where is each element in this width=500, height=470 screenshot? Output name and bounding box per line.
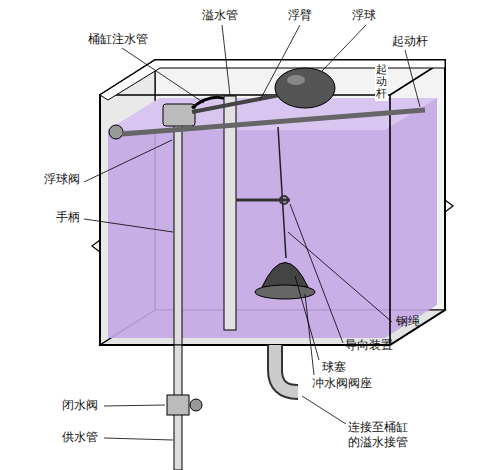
part-label: 浮球阀 bbox=[44, 172, 80, 187]
overflow-tube bbox=[224, 96, 236, 330]
lid-notches bbox=[92, 200, 453, 252]
part-label: 钢绳 bbox=[396, 314, 420, 329]
part-label: 闭水阀 bbox=[62, 398, 98, 413]
part-label: 浮臂 bbox=[288, 8, 312, 23]
guide-ring bbox=[280, 196, 288, 204]
leader-lines bbox=[84, 25, 420, 440]
part-label: 起动杆 bbox=[392, 34, 428, 49]
leader-line bbox=[302, 396, 346, 424]
part-label: 浮球 bbox=[352, 8, 376, 23]
part-label: 冲水阀阀座 bbox=[312, 376, 372, 391]
part-label: 供水管 bbox=[62, 430, 98, 445]
leader-line bbox=[222, 25, 230, 95]
leader-line bbox=[84, 140, 172, 182]
outlet-elbow-inner bbox=[275, 345, 298, 392]
float-arm bbox=[192, 94, 285, 112]
guide-arm bbox=[236, 199, 290, 202]
water-body bbox=[108, 98, 437, 338]
float-ball bbox=[275, 68, 335, 108]
part-label: 溢水管 bbox=[202, 8, 238, 23]
leader-line bbox=[260, 25, 300, 100]
part-label: 连接至桶缸 的溢水接管 bbox=[348, 420, 414, 450]
leader-line bbox=[104, 438, 173, 440]
leader-line bbox=[84, 219, 173, 232]
fill-valve-body bbox=[163, 104, 195, 126]
handle-knob bbox=[109, 125, 123, 139]
leader-line bbox=[305, 294, 314, 375]
leader-line bbox=[295, 276, 319, 360]
lift-wire bbox=[278, 127, 286, 258]
tank-edges bbox=[100, 60, 445, 345]
shutoff-valve bbox=[167, 395, 189, 415]
fill-valve-shaft bbox=[174, 120, 182, 345]
vertical-part-label: 起动杆 bbox=[375, 63, 388, 101]
part-label: 球塞 bbox=[322, 360, 346, 375]
leader-line bbox=[405, 50, 420, 107]
part-label: 桶缸注水管 bbox=[88, 32, 148, 47]
leader-line bbox=[122, 48, 204, 103]
trip-lever bbox=[122, 110, 425, 134]
tank-rim bbox=[100, 60, 445, 100]
leader-line bbox=[104, 405, 165, 406]
part-label: 手柄 bbox=[56, 210, 80, 225]
flush-valve-seat bbox=[255, 285, 315, 299]
ball-stopper bbox=[262, 263, 308, 288]
leader-line bbox=[322, 25, 366, 71]
leader-line bbox=[288, 232, 392, 322]
leader-line bbox=[290, 204, 343, 343]
outlet-elbow bbox=[275, 345, 298, 392]
part-label: 导向装置 bbox=[345, 338, 393, 353]
tank-outline bbox=[100, 60, 445, 345]
shutoff-knob bbox=[190, 399, 202, 411]
float-highlight bbox=[287, 75, 305, 85]
